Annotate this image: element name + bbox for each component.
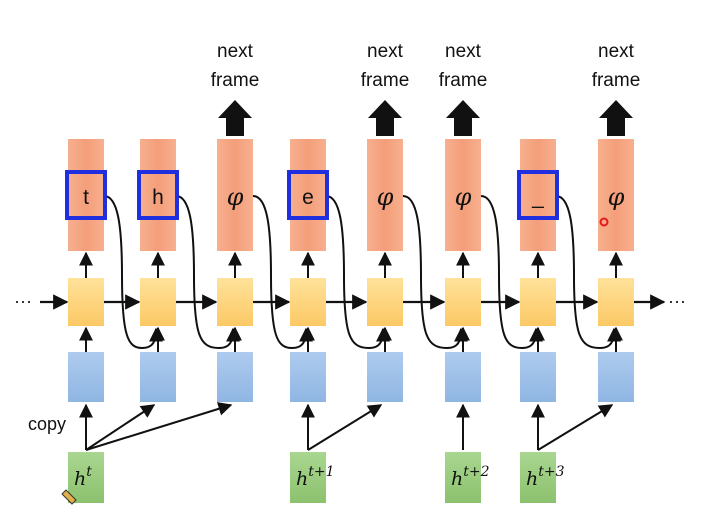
hidden-state-base: h bbox=[74, 468, 86, 490]
highlight-box bbox=[65, 170, 107, 220]
hidden-state-block bbox=[290, 452, 326, 503]
feedback-arrow bbox=[175, 195, 240, 350]
rnn-block bbox=[217, 278, 253, 326]
output-label: t bbox=[83, 186, 89, 209]
next-frame-line1: next bbox=[598, 41, 635, 62]
input-block bbox=[217, 352, 253, 402]
hidden-state-superscript: t+1 bbox=[308, 464, 334, 480]
feedback-arrow bbox=[252, 195, 313, 350]
rnn-block bbox=[68, 278, 104, 326]
output-block bbox=[290, 139, 326, 251]
next-frame-arrow bbox=[368, 100, 402, 136]
hidden-state-block bbox=[520, 452, 556, 503]
input-block bbox=[140, 352, 176, 402]
output-block bbox=[367, 139, 403, 251]
output-block bbox=[68, 139, 104, 251]
next-frame-arrow bbox=[446, 100, 480, 136]
feedback-arrow bbox=[103, 195, 163, 350]
hidden-state-label: ht+3 bbox=[526, 464, 565, 490]
hidden-to-input-arrow bbox=[537, 404, 614, 451]
output-label: φ bbox=[377, 183, 394, 211]
feedback-arrow bbox=[480, 195, 543, 350]
output-block bbox=[140, 139, 176, 251]
rnn-block bbox=[598, 278, 634, 326]
output-block bbox=[445, 139, 481, 251]
rnn-block bbox=[445, 278, 481, 326]
next-frame-line2: frame bbox=[439, 70, 488, 91]
hidden-to-input-arrow bbox=[85, 404, 156, 451]
feedback-arrow bbox=[555, 195, 621, 350]
blocks bbox=[61, 100, 634, 505]
output-label: h bbox=[152, 186, 164, 209]
pointer-dot-icon bbox=[599, 217, 609, 227]
connections bbox=[40, 195, 666, 451]
rnn-block bbox=[140, 278, 176, 326]
next-frame-line2: frame bbox=[211, 70, 260, 91]
copy-label: copy bbox=[28, 414, 66, 434]
output-block bbox=[598, 139, 634, 251]
hidden-state-label: ht+2 bbox=[451, 464, 490, 490]
rnn-block bbox=[520, 278, 556, 326]
input-block bbox=[598, 352, 634, 402]
hidden-to-input-arrow bbox=[85, 402, 233, 451]
output-label: e bbox=[302, 186, 314, 209]
next-frame-line1: next bbox=[445, 41, 482, 62]
ellipsis-right: ··· bbox=[668, 291, 686, 311]
output-block bbox=[520, 139, 556, 251]
input-block bbox=[290, 352, 326, 402]
hidden-state-superscript: t bbox=[86, 464, 92, 480]
highlight-box bbox=[287, 170, 329, 220]
hidden-state-base: h bbox=[526, 468, 538, 490]
hidden-state-base: h bbox=[296, 468, 308, 490]
hidden-state-base: h bbox=[451, 468, 463, 490]
rnn-block bbox=[290, 278, 326, 326]
hidden-state-block bbox=[445, 452, 481, 503]
ellipsis-left: ··· bbox=[14, 291, 32, 311]
output-label: φ bbox=[455, 183, 472, 211]
input-block bbox=[520, 352, 556, 402]
feedback-arrow bbox=[402, 195, 468, 350]
pencil-icon bbox=[61, 489, 77, 505]
input-block bbox=[445, 352, 481, 402]
highlight-box bbox=[517, 170, 559, 220]
feedback-arrow bbox=[325, 195, 390, 350]
output-label: _ bbox=[531, 186, 544, 209]
highlight-box bbox=[137, 170, 179, 220]
next-frame-line1: next bbox=[217, 41, 254, 62]
next-frame-line1: next bbox=[367, 41, 404, 62]
output-label: φ bbox=[227, 183, 244, 211]
output-label: φ bbox=[608, 183, 625, 211]
next-frame-line2: frame bbox=[592, 70, 641, 91]
hidden-state-block bbox=[68, 452, 104, 503]
input-block bbox=[367, 352, 403, 402]
input-block bbox=[68, 352, 104, 402]
rnn-block bbox=[367, 278, 403, 326]
hidden-to-input-arrow bbox=[307, 404, 383, 451]
next-frame-arrow bbox=[218, 100, 252, 136]
hidden-state-label: ht+1 bbox=[296, 464, 335, 490]
next-frame-line2: frame bbox=[361, 70, 410, 91]
output-block bbox=[217, 139, 253, 251]
hidden-state-superscript: t+3 bbox=[538, 464, 564, 480]
hidden-state-superscript: t+2 bbox=[463, 464, 489, 480]
next-frame-arrow bbox=[599, 100, 633, 136]
hidden-state-label: ht bbox=[74, 464, 92, 490]
